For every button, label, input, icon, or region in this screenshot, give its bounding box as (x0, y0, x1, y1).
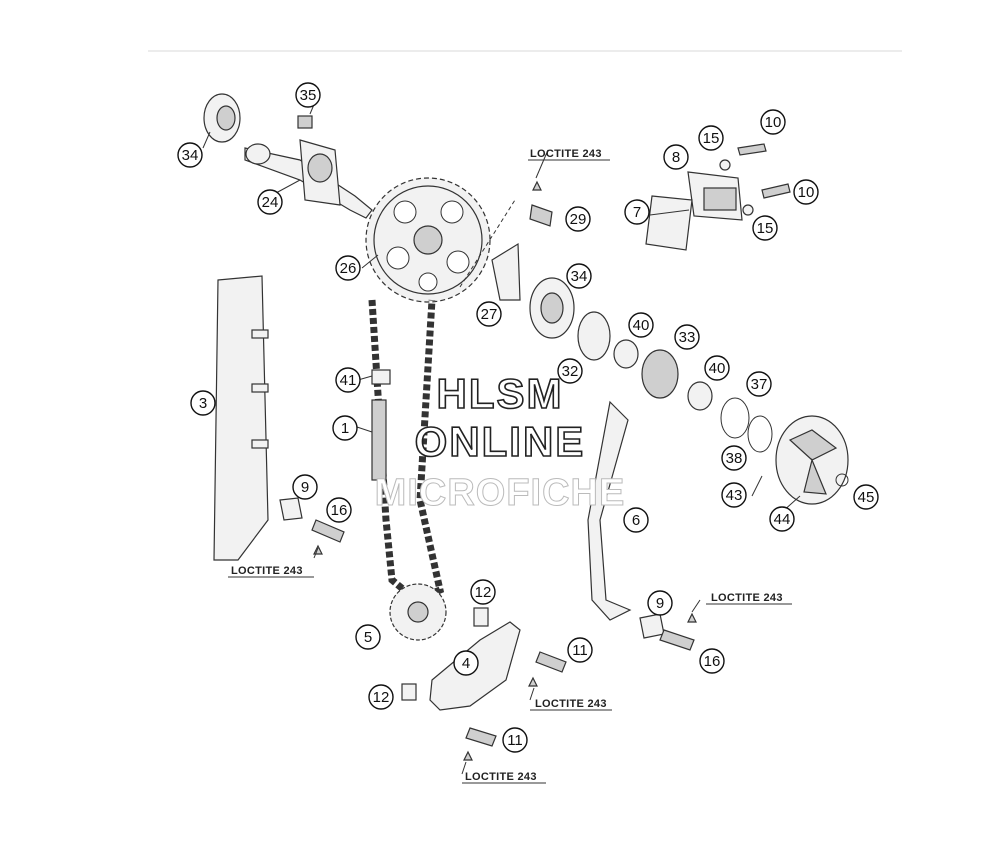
callout-43: 43 (721, 482, 747, 508)
callout-label: 9 (656, 595, 664, 612)
bolt-part (529, 204, 553, 227)
loctite-underlines (228, 159, 792, 784)
callout-label: 41 (340, 372, 357, 389)
callout-label: 38 (726, 450, 743, 467)
callout-label: 29 (570, 211, 587, 228)
callout-label: 43 (726, 487, 743, 504)
callout-16: 16 (326, 497, 352, 523)
camshaft-part (244, 139, 373, 219)
callout-8: 8 (663, 144, 689, 170)
callout-6: 6 (623, 507, 649, 533)
callout-40: 40 (628, 312, 654, 338)
callout-10: 10 (760, 109, 786, 135)
sprocket-part (365, 177, 491, 303)
callout-label: 10 (765, 114, 782, 131)
callout-label: 8 (672, 149, 680, 166)
callout-11: 11 (502, 727, 528, 753)
callout-9: 9 (292, 474, 318, 500)
callout-34: 34 (177, 142, 203, 168)
callout-9: 9 (647, 590, 673, 616)
callout-35: 35 (295, 82, 321, 108)
callout-33: 33 (674, 324, 700, 350)
callout-34: 34 (566, 263, 592, 289)
callout-44: 44 (769, 506, 795, 532)
loctite-label: LOCTITE 243 (711, 592, 783, 604)
watermark-line-3: MICROFICHE (374, 472, 626, 515)
callout-label: 7 (633, 204, 641, 221)
callout-label: 45 (858, 489, 875, 506)
callout-26: 26 (335, 255, 361, 281)
callout-label: 12 (475, 584, 492, 601)
callout-label: 27 (481, 306, 498, 323)
callout-29: 29 (565, 206, 591, 232)
callout-label: 40 (709, 360, 726, 377)
callout-1: 1 (332, 415, 358, 441)
callout-label: 6 (632, 512, 640, 529)
callout-label: 16 (331, 502, 348, 519)
callout-12: 12 (470, 579, 496, 605)
callout-38: 38 (721, 445, 747, 471)
callout-label: 32 (562, 363, 579, 380)
callout-label: 5 (364, 629, 372, 646)
callout-label: 12 (373, 689, 390, 706)
watermark-line-2: ONLINE (414, 417, 586, 466)
callout-label: 34 (182, 147, 199, 164)
callout-label: 11 (572, 642, 588, 659)
impeller-part (775, 415, 849, 505)
gasket-part (645, 195, 693, 251)
callout-label: 35 (300, 87, 317, 104)
leader-lines (202, 94, 801, 775)
callout-label: 3 (199, 395, 207, 412)
loctite-label: LOCTITE 243 (231, 565, 303, 577)
tensioner-rail-part (587, 400, 632, 621)
chain-guide-rail-part (213, 275, 269, 561)
guide-part (491, 242, 521, 301)
callout-4: 4 (453, 650, 479, 676)
callout-24: 24 (257, 189, 283, 215)
callout-label: 9 (301, 479, 309, 496)
callout-label: 4 (462, 655, 470, 672)
callout-label: 15 (757, 220, 774, 237)
callout-41: 41 (335, 367, 361, 393)
callout-label: 1 (341, 420, 349, 437)
callout-32: 32 (557, 358, 583, 384)
callout-10: 10 (793, 179, 819, 205)
callout-label: 33 (679, 329, 696, 346)
callout-15: 15 (698, 125, 724, 151)
bearing-part (203, 93, 241, 143)
callout-label: 10 (798, 184, 815, 201)
loctite-label: LOCTITE 243 (535, 698, 607, 710)
callout-3: 3 (190, 390, 216, 416)
watermark-line-1: HLSM (436, 369, 564, 418)
callout-label: 16 (704, 653, 721, 670)
callout-12: 12 (368, 684, 394, 710)
callout-16: 16 (699, 648, 725, 674)
nut-part (297, 115, 313, 129)
callout-label: 44 (774, 511, 791, 528)
callout-15: 15 (752, 215, 778, 241)
callout-label: 40 (633, 317, 650, 334)
callout-37: 37 (746, 371, 772, 397)
callout-7: 7 (624, 199, 650, 225)
callout-label: 15 (703, 130, 720, 147)
loctite-label: LOCTITE 243 (465, 771, 537, 783)
callout-label: 11 (507, 732, 523, 749)
callout-40: 40 (704, 355, 730, 381)
callout-5: 5 (355, 624, 381, 650)
callout-label: 24 (262, 194, 279, 211)
callout-label: 26 (340, 260, 357, 277)
loctite-label: LOCTITE 243 (530, 148, 602, 160)
callout-label: 37 (751, 376, 768, 393)
callout-45: 45 (853, 484, 879, 510)
callout-27: 27 (476, 301, 502, 327)
callout-label: 34 (571, 268, 588, 285)
callout-11: 11 (567, 637, 593, 663)
